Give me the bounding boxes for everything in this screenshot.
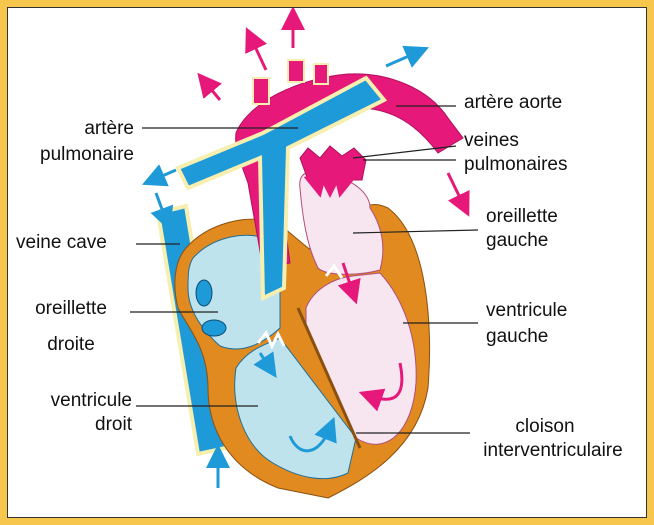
vena-cava-opening-2 [202,320,226,336]
label-pulmonary-artery-line1: artère [54,118,134,140]
label-pulmonary-veins-line2: pulmonaires [464,154,568,176]
label-right-ventricle-line2: droit [14,414,132,436]
label-septum-line2: interventriculaire [463,440,643,462]
label-vena-cava: veine cave [16,232,107,254]
label-left-ventricle-line2: gauche [486,326,548,348]
label-right-atrium-line2: droite [16,334,126,356]
label-pulmonary-veins-line1: veines [464,130,519,152]
label-right-ventricle-line1: ventricule [14,390,132,412]
label-pulmonary-artery-line2: pulmonaire [14,144,134,166]
label-right-atrium-line1: oreillette [16,298,126,320]
label-left-atrium-line2: gauche [486,230,548,252]
label-left-ventricle-line1: ventricule [486,300,567,322]
label-septum-line1: cloison [470,416,620,438]
pulmonary-veins [300,146,366,180]
diagram-panel: artère aorte artère pulmonaire veines pu… [7,7,647,518]
label-aorta: artère aorte [464,92,562,114]
vena-cava-opening-1 [196,280,212,306]
label-left-atrium-line1: oreillette [486,206,558,228]
